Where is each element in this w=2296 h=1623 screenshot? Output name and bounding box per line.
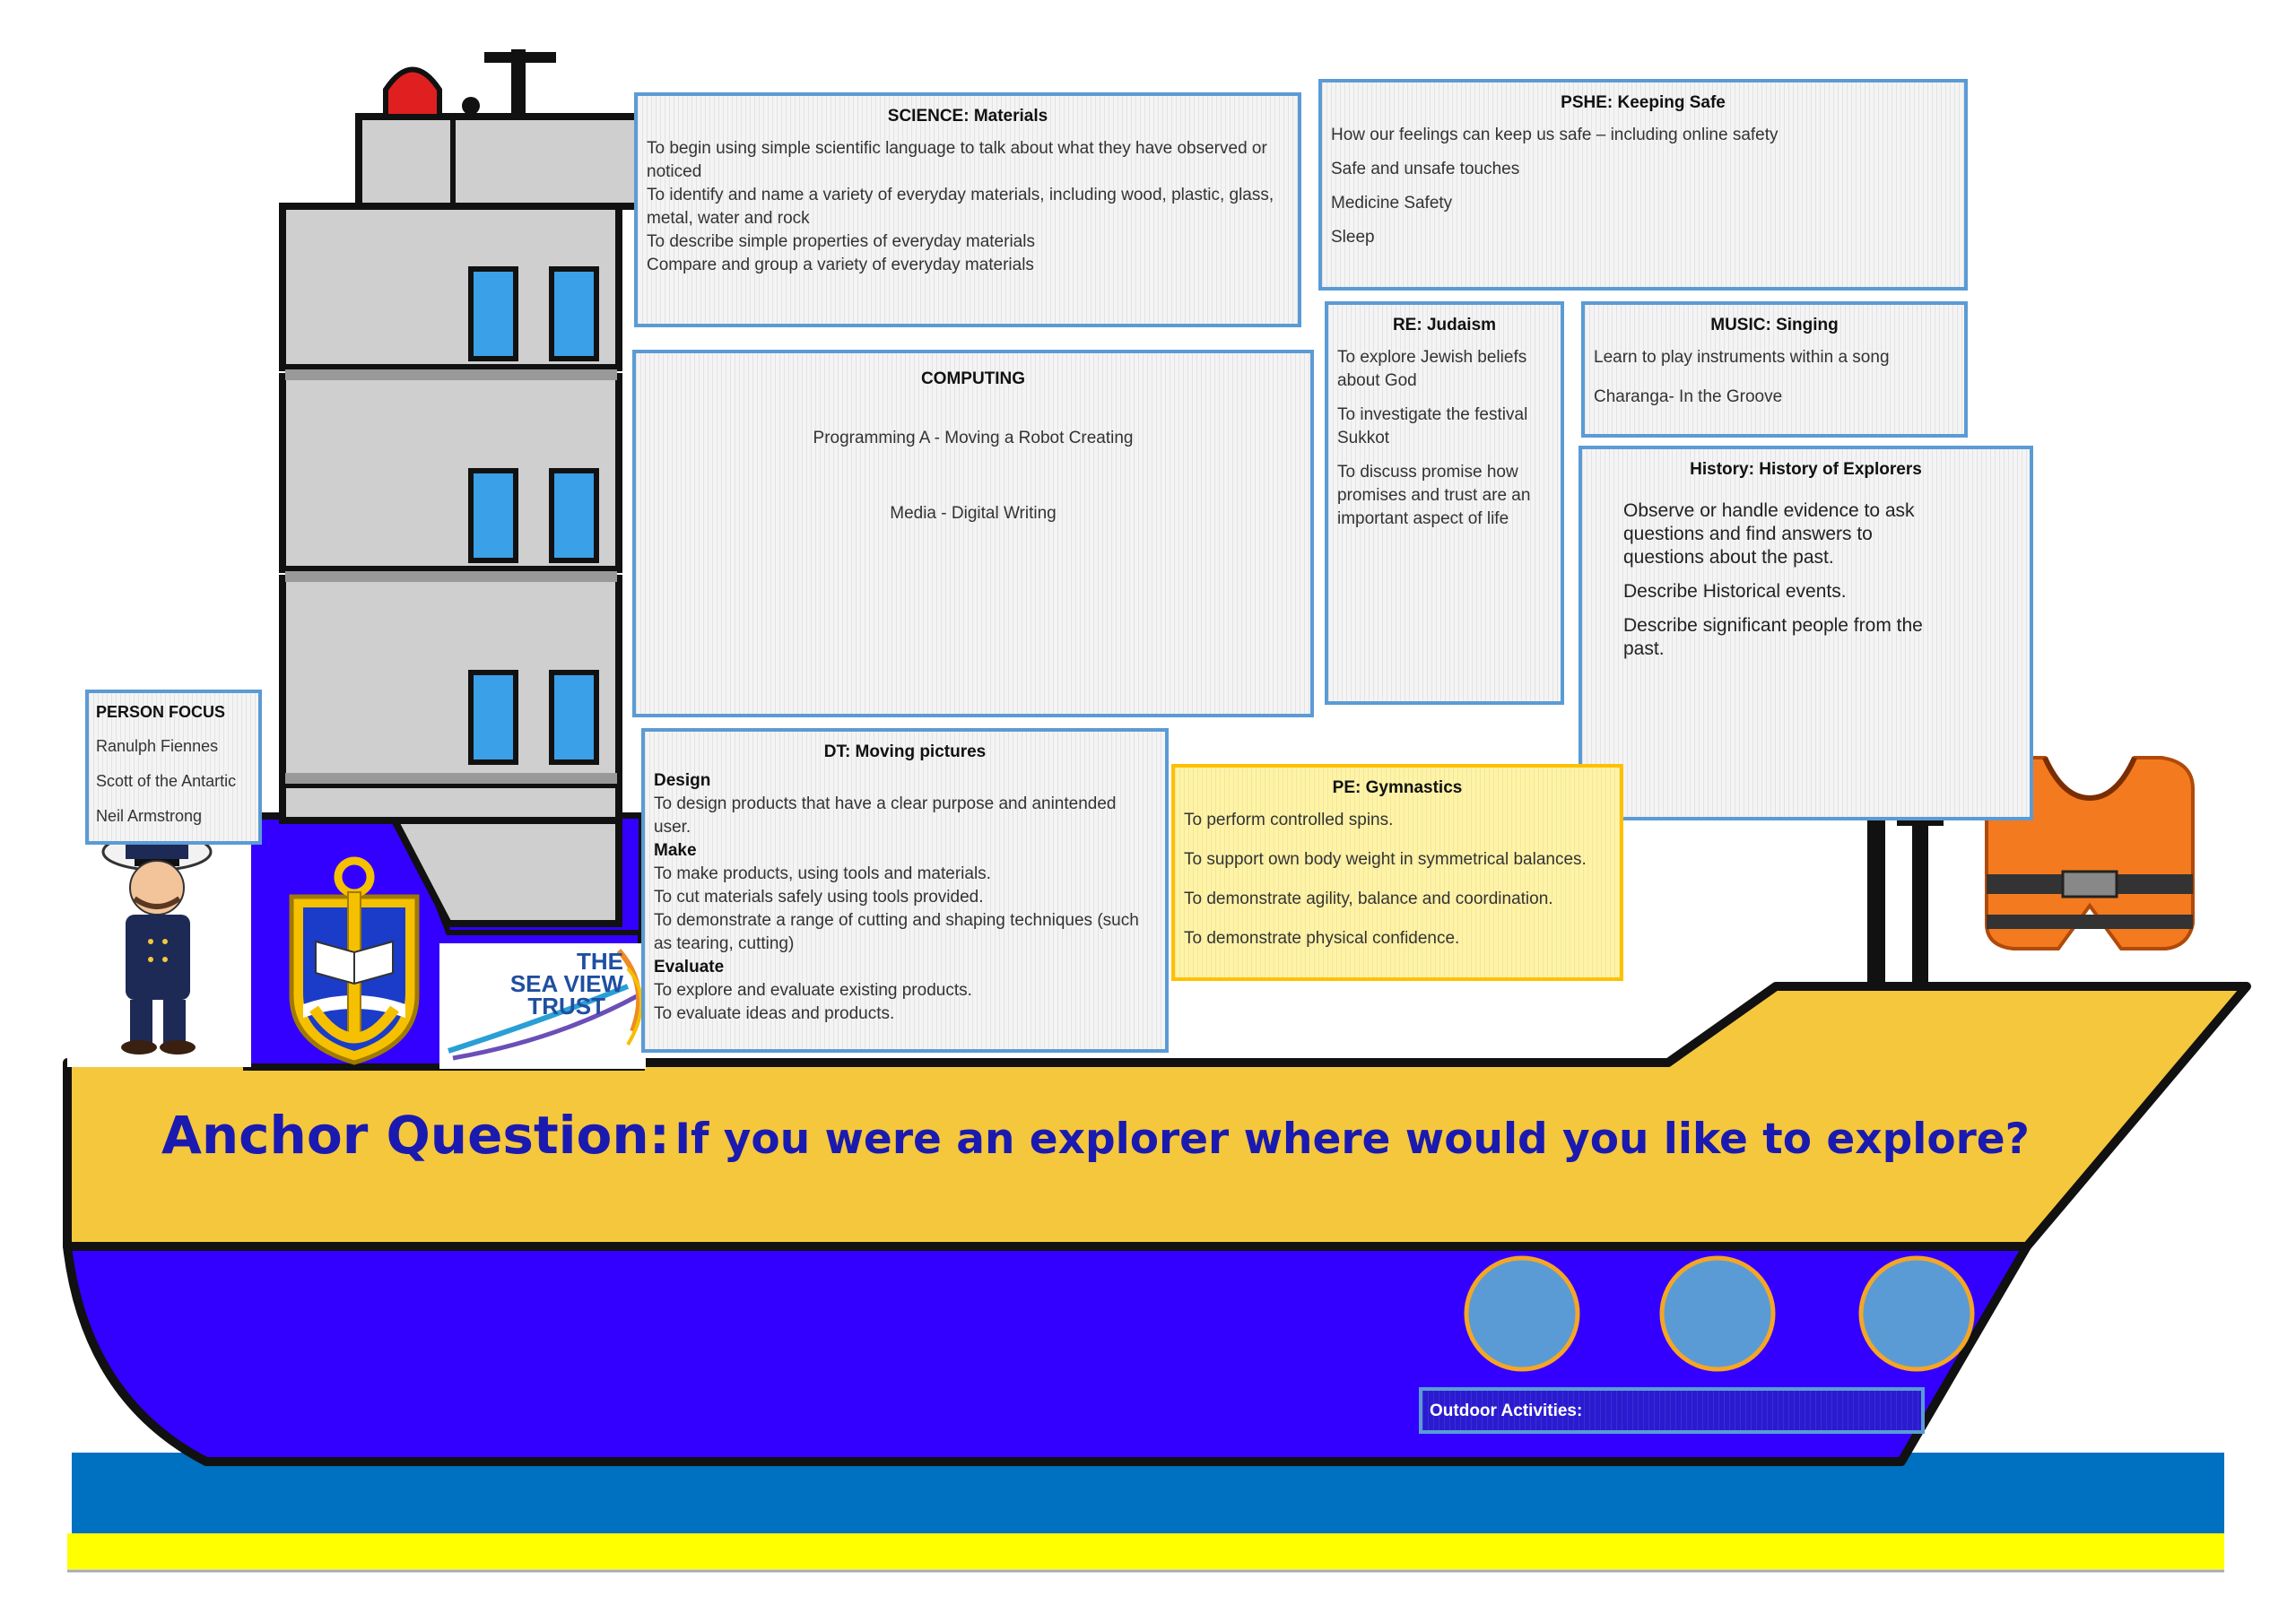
person-focus-panel: PERSON FOCUS Ranulph Fiennes Scott of th…	[85, 690, 262, 845]
dt-make-heading: Make	[654, 841, 697, 860]
pe-line: To perform controlled spins.	[1184, 811, 1394, 829]
computing-line: Programming A - Moving a Robot Creating	[813, 429, 1134, 447]
life-jacket-icon	[1985, 756, 2195, 950]
dt-line: To evaluate ideas and products.	[654, 1004, 895, 1023]
trust-logo-line2: SEA VIEW	[509, 970, 623, 997]
dt-line: To demonstrate a range of cutting and sh…	[654, 911, 1139, 953]
pshe-line: How our feelings can keep us safe – incl…	[1331, 126, 1779, 144]
captain-icon	[67, 832, 251, 1067]
pe-line: To demonstrate agility, balance and coor…	[1184, 890, 1553, 908]
computing-title: COMPUTING	[920, 369, 1026, 388]
re-line: To explore Jewish beliefs about God	[1337, 348, 1527, 390]
sand-band	[67, 1533, 2224, 1569]
bridge	[355, 113, 687, 210]
trust-logo-text: THE SEA VIEW TRUST	[453, 950, 623, 1018]
person-focus-item: Scott of the Antartic	[96, 772, 237, 790]
school-badge-icon	[289, 856, 420, 1065]
trust-logo-line1: THE	[577, 948, 623, 975]
porthole	[1464, 1255, 1580, 1372]
dt-line: To make products, using tools and materi…	[654, 864, 991, 883]
history-item: Observe or handle evidence to ask questi…	[1623, 500, 1915, 568]
dt-line: To design products that have a clear pur…	[654, 794, 1117, 837]
history-panel: History: History of Explorers Observe or…	[1578, 446, 2033, 820]
re-panel: RE: Judaism To explore Jewish beliefs ab…	[1325, 301, 1564, 705]
re-title: RE: Judaism	[1392, 316, 1497, 334]
history-title: History: History of Explorers	[1690, 460, 1922, 479]
pshe-line: Safe and unsafe touches	[1331, 160, 1520, 178]
re-line: To discuss promise how promises and trus…	[1337, 463, 1531, 528]
windows	[468, 266, 599, 765]
science-line: To begin using simple scientific languag…	[647, 139, 1267, 181]
science-line: To identify and name a variety of everyd…	[647, 186, 1274, 228]
dt-panel: DT: Moving pictures Design To design pro…	[641, 728, 1169, 1053]
music-panel: MUSIC: Singing Learn to play instruments…	[1581, 301, 1968, 438]
dt-title: DT: Moving pictures	[823, 742, 987, 761]
pe-line: To support own body weight in symmetrica…	[1184, 850, 1587, 869]
anchor-question: Anchor Question: If you were an explorer…	[161, 1105, 2135, 1166]
porthole	[1659, 1255, 1776, 1372]
science-line: Compare and group a variety of everyday …	[647, 256, 1034, 274]
outdoor-activities-box: Outdoor Activities:	[1419, 1387, 1925, 1434]
pshe-panel: PSHE: Keeping Safe How our feelings can …	[1318, 79, 1968, 291]
history-list: Observe or handle evidence to ask questi…	[1591, 499, 2021, 661]
pe-panel: PE: Gymnastics To perform controlled spi…	[1171, 764, 1623, 981]
superstructure	[279, 203, 622, 824]
history-item: Describe significant people from the pas…	[1623, 615, 1923, 659]
science-line: To describe simple properties of everyda…	[647, 232, 1035, 251]
trust-logo-line3: TRUST	[527, 993, 605, 1020]
pe-title: PE: Gymnastics	[1332, 778, 1463, 797]
science-title: SCIENCE: Materials	[887, 107, 1048, 126]
computing-panel: COMPUTING Programming A - Moving a Robot…	[632, 350, 1314, 717]
anchor-question-label: Anchor Question:	[161, 1105, 670, 1166]
person-focus-title: PERSON FOCUS	[96, 703, 226, 721]
dt-line: To explore and evaluate existing product…	[654, 981, 972, 1000]
dt-line: To cut materials safely using tools prov…	[654, 888, 984, 907]
outdoor-activities-label: Outdoor Activities:	[1430, 1402, 1583, 1420]
person-focus-item: Neil Armstrong	[96, 807, 203, 825]
history-item: Describe Historical events.	[1623, 581, 1847, 602]
computing-line: Media - Digital Writing	[890, 504, 1057, 523]
music-line: Charanga- In the Groove	[1594, 387, 1783, 406]
science-panel: SCIENCE: Materials To begin using simple…	[634, 92, 1301, 327]
pshe-line: Sleep	[1331, 228, 1375, 247]
music-line: Learn to play instruments within a song	[1594, 348, 1890, 367]
anchor-question-text: If you were an explorer where would you …	[674, 1115, 2030, 1164]
re-line: To investigate the festival Sukkot	[1337, 405, 1528, 447]
music-title: MUSIC: Singing	[1710, 316, 1839, 334]
pe-line: To demonstrate physical confidence.	[1184, 929, 1460, 948]
pshe-line: Medicine Safety	[1331, 194, 1453, 213]
beacon-light	[383, 66, 442, 119]
person-focus-item: Ranulph Fiennes	[96, 737, 219, 755]
pshe-title: PSHE: Keeping Safe	[1561, 93, 1726, 112]
porthole	[1858, 1255, 1975, 1372]
dt-design-heading: Design	[654, 771, 711, 790]
trust-logo	[439, 943, 646, 1069]
dt-evaluate-heading: Evaluate	[654, 958, 725, 976]
